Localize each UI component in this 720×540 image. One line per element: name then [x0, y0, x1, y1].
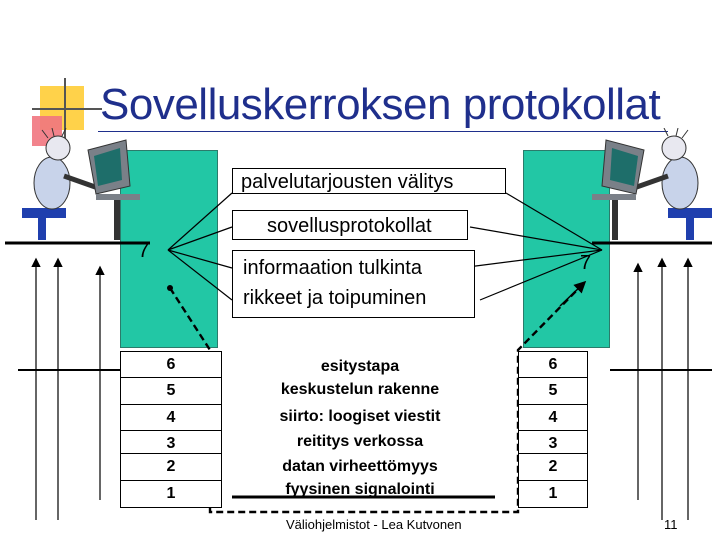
right-layer-5: 5: [518, 377, 588, 405]
app-protocol-box: sovellusprotokollat: [232, 210, 468, 240]
info-interpretation-label: informaation tulkinta: [243, 251, 474, 283]
left-layer-4: 4: [120, 404, 222, 432]
left-layer-6: 6: [120, 351, 222, 379]
layer-7-right: 7: [580, 252, 591, 275]
left-layer-2: 2: [120, 453, 222, 481]
center-layer-5-text: keskustelun rakenne: [240, 380, 480, 399]
service-relay-box: palvelutarjousten välitys: [232, 168, 506, 194]
page-number: 11: [664, 517, 678, 532]
right-layer-4: 4: [518, 404, 588, 432]
layer-7-left: 7: [138, 240, 149, 263]
right-layer-1: 1: [518, 480, 588, 508]
center-layer-1-text: fyysinen signalointi: [240, 480, 480, 499]
footer-author: Väliohjelmistot - Lea Kutvonen: [286, 517, 462, 532]
center-layer-3-text: reititys verkossa: [240, 432, 480, 451]
left-layer-5: 5: [120, 377, 222, 405]
error-recovery-label: rikkeet ja toipuminen: [243, 283, 474, 313]
person-at-computer-icon: [18, 128, 143, 243]
right-layer-6: 6: [518, 351, 588, 379]
left-layer-1: 1: [120, 480, 222, 508]
center-layer-2-text: datan virheettömyys: [240, 457, 480, 476]
person-at-computer-icon: [590, 128, 715, 243]
center-layer-6-text: esitystapa: [240, 357, 480, 376]
right-layer-2: 2: [518, 453, 588, 481]
info-interpretation-box: informaation tulkinta rikkeet ja toipumi…: [232, 250, 475, 318]
center-layer-4-text: siirto: loogiset viestit: [240, 407, 480, 426]
